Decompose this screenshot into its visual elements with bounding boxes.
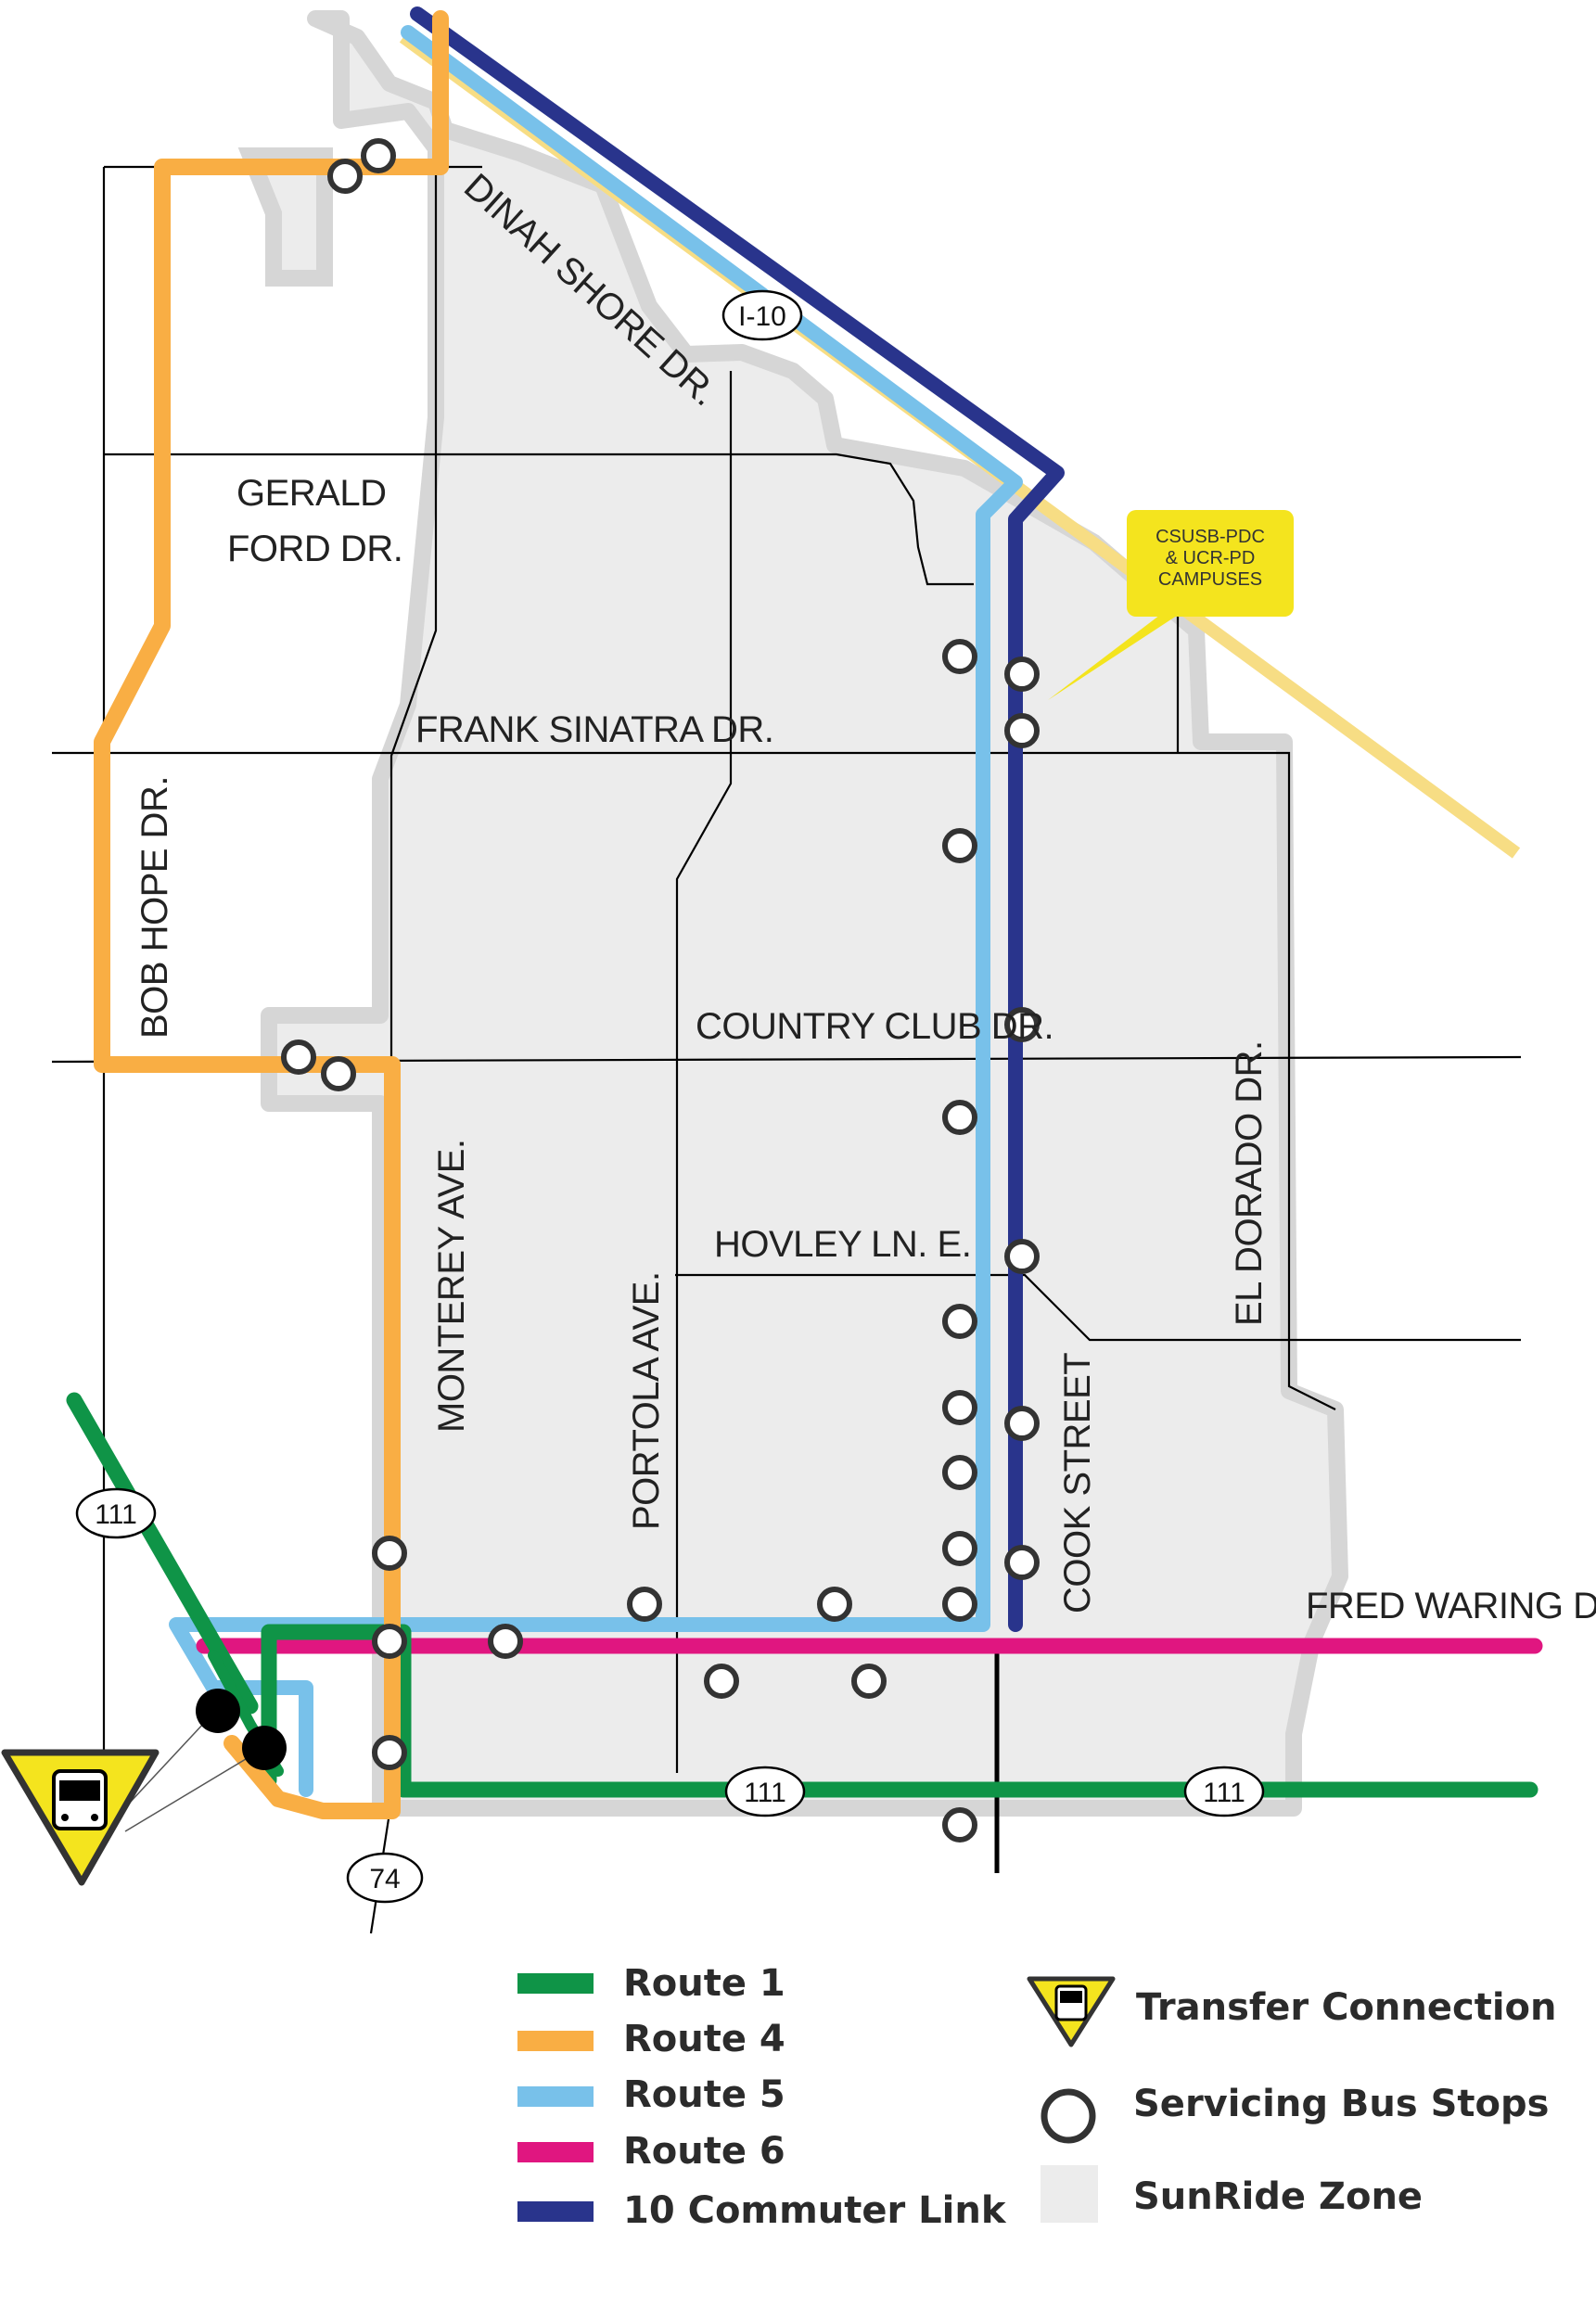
- legend-label-zone: SunRide Zone: [1133, 2175, 1423, 2218]
- legend-swatch-route-5: [517, 2086, 594, 2107]
- route-10-commuter-link: [410, 6, 1065, 1632]
- sunride-zone-notch: [237, 147, 333, 287]
- shield-111-left: 111: [75, 1487, 157, 1539]
- transfer-pointer: [124, 1747, 265, 1832]
- legend-zone-swatch: [1041, 2165, 1098, 2223]
- callout-line-1: CSUSB-PDC: [1156, 527, 1265, 547]
- bus-stop: [372, 1735, 407, 1770]
- bus-stop: [942, 1100, 977, 1135]
- legend-swatch-commuter-link: [517, 2201, 594, 2222]
- street-hovley: [675, 1273, 1521, 1342]
- bus-stop: [704, 1664, 739, 1699]
- shield-111-right: 111: [1183, 1766, 1265, 1817]
- legend-swatch-route-6: [517, 2142, 594, 2162]
- bus-stop: [942, 1390, 977, 1425]
- shield-111-mid: 111: [724, 1766, 806, 1817]
- callout-box: [1127, 510, 1294, 617]
- label-frank-sinatra: FRANK SINATRA DR.: [415, 709, 773, 750]
- legend-label-route-5: Route 5: [623, 2073, 785, 2116]
- label-cook: COOK STREET: [1057, 1353, 1098, 1613]
- shield-74: 74: [346, 1852, 424, 1904]
- bus-stop: [1004, 713, 1040, 748]
- legend-label-route-6: Route 6: [623, 2130, 785, 2173]
- shield-111-right-label: 111: [1203, 1778, 1245, 1808]
- legend-symbols: Transfer Connection Servicing Bus Stops …: [1027, 1976, 1557, 2223]
- transfer-pointer: [115, 1707, 219, 1818]
- bus-stop: [1004, 1007, 1040, 1042]
- bus-stop: [488, 1624, 523, 1659]
- legend-transfer-icon: [1027, 1976, 1116, 2047]
- bus-stop: [281, 1039, 316, 1075]
- highway-shields: I-10 111 111 111 74: [75, 289, 1265, 1904]
- transfer-point: [196, 1689, 240, 1733]
- label-gerald-ford-2: FORD DR.: [227, 529, 402, 569]
- label-fred-waring: FRED WARING DR.: [1306, 1586, 1596, 1626]
- transfer-connections: [1, 1689, 287, 1886]
- street-frank-sinatra: [52, 751, 1336, 1410]
- bus-stop: [627, 1587, 662, 1622]
- bus-stop: [942, 828, 977, 863]
- legend-swatch-route-4: [517, 2031, 594, 2051]
- callout-pointer: [1048, 612, 1182, 700]
- transfer-icon: [1, 1749, 160, 1886]
- label-monterey: MONTEREY AVE.: [431, 1139, 472, 1433]
- street-monterey-north: [389, 121, 438, 1099]
- bus-stop: [1004, 657, 1040, 692]
- legend-label-stops: Servicing Bus Stops: [1133, 2083, 1549, 2125]
- bus-stop: [1004, 1406, 1040, 1441]
- legend-routes: Route 1 Route 4 Route 5 Route 6 10 Commu…: [517, 1962, 1007, 2232]
- bus-stop: [942, 1304, 977, 1339]
- callout-line-2: & UCR-PD: [1166, 548, 1256, 568]
- legend-label-commuter-link: 10 Commuter Link: [623, 2189, 1007, 2232]
- bus-stop: [372, 1624, 407, 1659]
- label-bob-hope: BOB HOPE DR.: [134, 776, 175, 1039]
- shield-111-left-label: 111: [95, 1499, 137, 1530]
- shield-74-label: 74: [369, 1864, 400, 1894]
- shield-i10-label: I-10: [738, 301, 786, 332]
- label-el-dorado: EL DORADO DR.: [1229, 1040, 1270, 1326]
- bus-stop: [942, 639, 977, 674]
- bus-stops: [281, 138, 1040, 1843]
- campus-callout: CSUSB-PDC & UCR-PD CAMPUSES: [1048, 510, 1294, 700]
- legend-stop-icon: [1041, 2088, 1096, 2144]
- label-country-club: COUNTRY CLUB DR.: [696, 1006, 1053, 1047]
- legend-swatch-route-1: [517, 1973, 594, 1994]
- bus-stop: [1004, 1239, 1040, 1274]
- bus-stop: [372, 1536, 407, 1571]
- callout-line-3: CAMPUSES: [1158, 569, 1262, 590]
- label-hovley: HOVLEY LN. E.: [714, 1224, 971, 1265]
- street-gerald-ford: [104, 453, 974, 586]
- bus-stop: [942, 1531, 977, 1566]
- bus-stop: [942, 1807, 977, 1843]
- bus-stop: [1004, 1545, 1040, 1580]
- bus-stop: [942, 1587, 977, 1622]
- shield-i10: I-10: [721, 289, 803, 341]
- bus-stop: [851, 1664, 887, 1699]
- bus-stop: [327, 159, 363, 194]
- legend: Route 1 Route 4 Route 5 Route 6 10 Commu…: [517, 1962, 1557, 2232]
- shield-111-mid-label: 111: [744, 1778, 786, 1808]
- legend-label-transfer: Transfer Connection: [1136, 1986, 1557, 2029]
- label-gerald-ford-1: GERALD: [236, 473, 387, 514]
- legend-label-route-4: Route 4: [623, 2018, 785, 2060]
- route-5: [169, 25, 1023, 1797]
- bus-stop: [361, 138, 396, 173]
- bus-stop: [817, 1587, 852, 1622]
- bus-stop: [321, 1056, 356, 1091]
- legend-label-route-1: Route 1: [623, 1962, 785, 2005]
- street-portola: [675, 371, 733, 1773]
- route-4: [94, 10, 449, 1819]
- transfer-point: [242, 1726, 287, 1770]
- bus-stop: [942, 1455, 977, 1490]
- label-portola: PORTOLA AVE.: [626, 1271, 667, 1530]
